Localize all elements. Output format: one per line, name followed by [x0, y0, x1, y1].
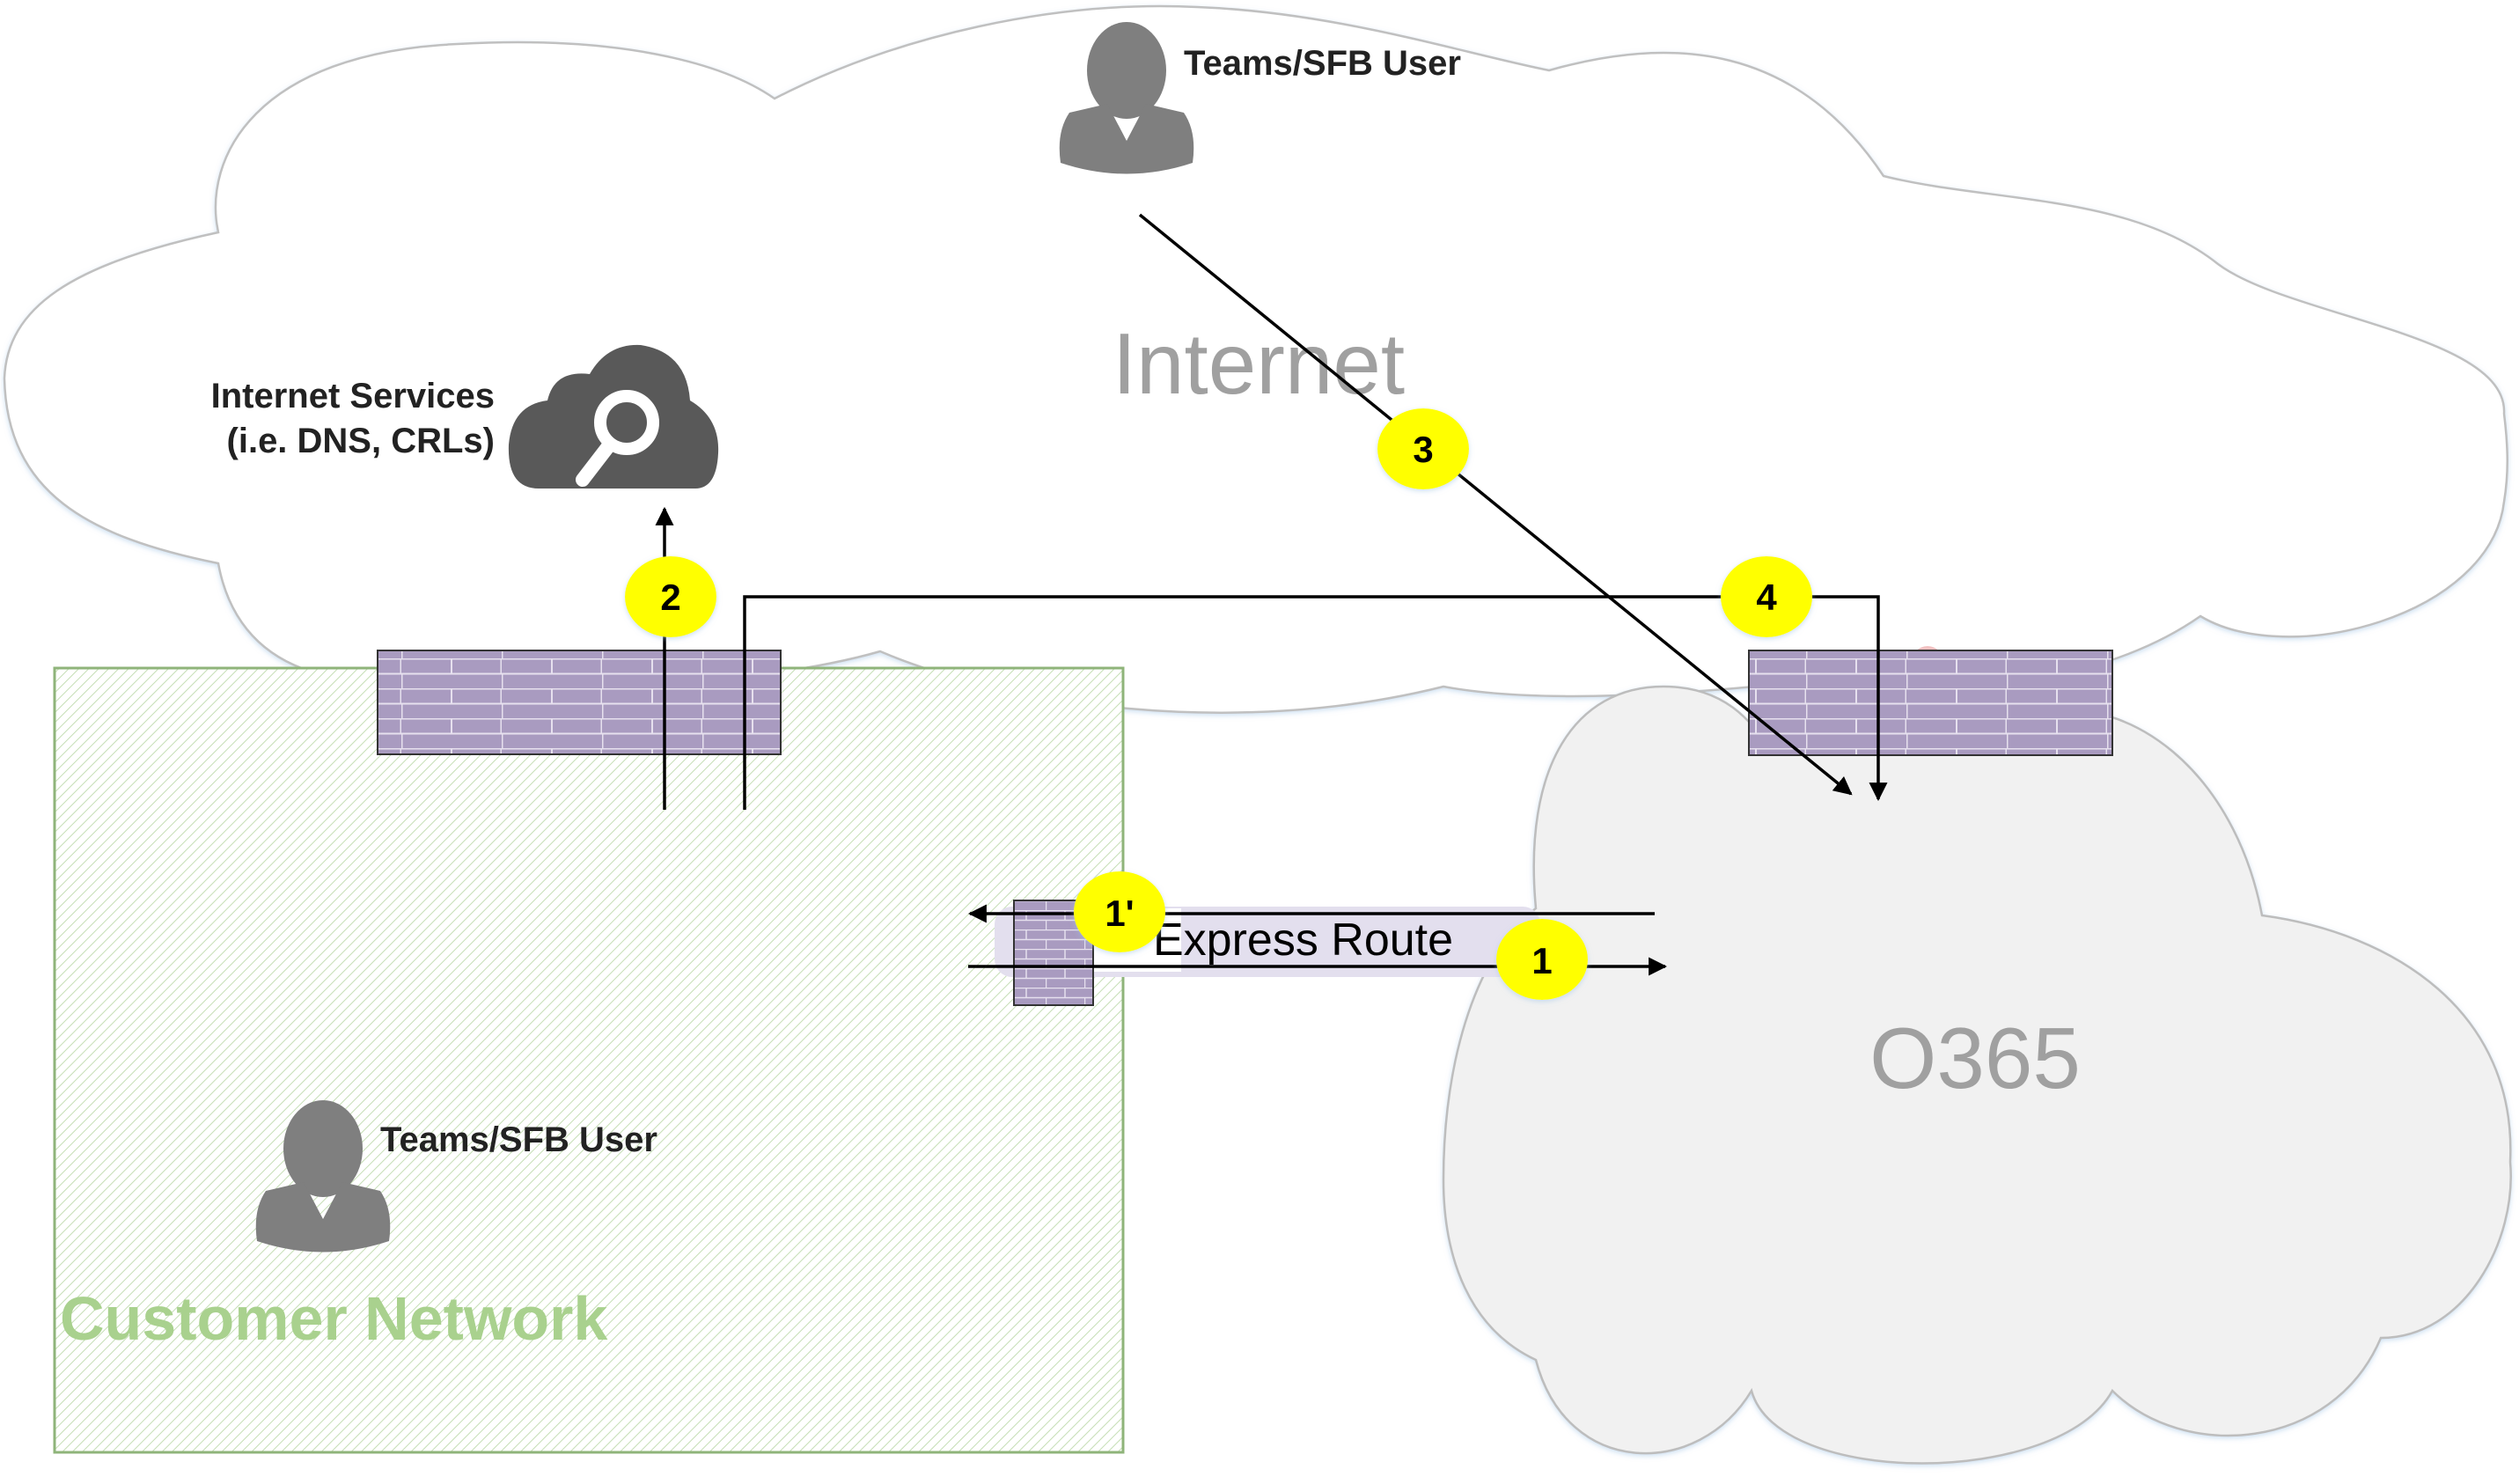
svg-text:4: 4	[1756, 577, 1777, 618]
internet-label: Internet	[1113, 315, 1405, 412]
step-marker-4: 4	[1721, 556, 1812, 637]
svg-text:3: 3	[1413, 429, 1433, 470]
svg-text:1: 1	[1531, 940, 1552, 981]
customer-network-zone	[53, 666, 1125, 1454]
step-marker-2: 2	[625, 556, 716, 637]
step-marker-1-prime: 1'	[1074, 871, 1165, 952]
internet-services-label: Internet Services	[211, 377, 495, 415]
internet-services-icon	[508, 344, 719, 489]
firewall-customer-internet	[377, 650, 782, 755]
customer-user-label: Teams/SFB User	[380, 1120, 657, 1159]
svg-text:1': 1'	[1105, 893, 1134, 934]
internet-user-label: Teams/SFB User	[1184, 44, 1461, 83]
internet-services-sublabel: (i.e. DNS, CRLs)	[227, 422, 495, 460]
step-marker-1: 1	[1496, 919, 1588, 1000]
firewall-o365	[1748, 650, 2113, 756]
customer-network-label: Customer Network	[60, 1284, 607, 1353]
step-marker-3: 3	[1377, 408, 1469, 489]
svg-text:2: 2	[660, 577, 680, 618]
flow-4-line	[743, 595, 1888, 810]
flow-3-line	[1138, 213, 1853, 796]
o365-label: O365	[1869, 1010, 2081, 1106]
customer-user-icon	[255, 1100, 391, 1253]
internet-user-icon	[1059, 22, 1194, 174]
express-route-label: Express Route	[1153, 915, 1453, 966]
